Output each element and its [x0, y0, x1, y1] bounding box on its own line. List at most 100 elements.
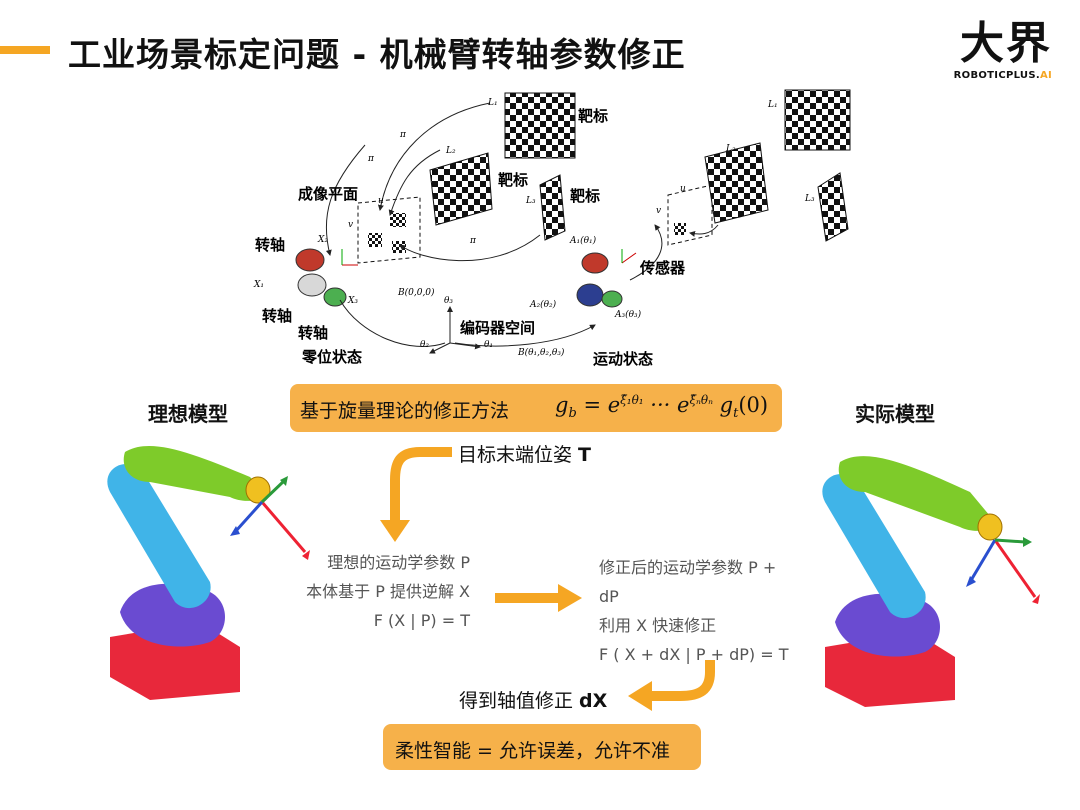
- logo-subtitle: ROBOTICPLUS.AI: [953, 70, 1052, 81]
- image-checker-b: [390, 213, 406, 227]
- logo: 大界: [960, 18, 1052, 69]
- transform-arrow-head: [558, 584, 582, 612]
- ideal-line-2: 本体基于 P 提供逆解 X: [306, 582, 470, 601]
- axis-correction-result: 得到轴值修正 dX: [459, 690, 608, 712]
- math-L3b: L₃: [804, 194, 815, 204]
- ideal-axis-green-tip: [280, 476, 288, 486]
- joint-green: [323, 287, 347, 307]
- joint-grey: [297, 273, 327, 297]
- actual-axis-red-tip: [1032, 594, 1040, 604]
- projection-line-3: [399, 234, 541, 262]
- ideal-axis-green: [260, 478, 287, 504]
- joint-red: [295, 248, 325, 272]
- label-axis-3: 转轴: [298, 324, 328, 342]
- label-axis-2: 转轴: [262, 307, 292, 325]
- actual-axis-blue: [968, 539, 997, 583]
- robot-upper-arm-green: [123, 446, 265, 501]
- ideal-robot-arm-illustration: [107, 446, 310, 700]
- checkerboard-target-5: [704, 142, 769, 224]
- checkerboard-target-4: [784, 89, 851, 151]
- math-u: u: [378, 196, 384, 206]
- actual-axis-blue-tip: [966, 576, 976, 587]
- image-checker-d: [674, 223, 686, 235]
- math-pi1: π: [399, 130, 407, 140]
- ideal-parameter-block: 理想的运动学参数 P 本体基于 P 提供逆解 X F (X | P) = T: [306, 548, 470, 635]
- goal-pose-label: 目标末端位姿 T: [458, 444, 592, 466]
- math-pi2: π: [367, 154, 375, 164]
- flow-arrows: [380, 447, 715, 711]
- conclusion-box: [383, 724, 701, 770]
- label-target-3: 靶标: [570, 187, 600, 205]
- imaging-plane-2: [667, 184, 713, 246]
- actual-line-3: 利用 X 快速修正: [599, 616, 717, 635]
- motion-joint-blue: [576, 283, 604, 307]
- projection-line-1: [377, 102, 491, 211]
- checkerboard-target-6: [817, 172, 849, 242]
- robot-wrist-yellow: [245, 476, 271, 504]
- zero-to-encoder-curve: [339, 299, 446, 347]
- math-v2: v: [656, 206, 661, 216]
- sensor-curve: [629, 224, 663, 281]
- goal-arrow-head: [380, 520, 410, 542]
- robot-upper-arm-green-2: [838, 456, 995, 531]
- math-v: v: [348, 220, 353, 230]
- robot-lower-arm-blue: [107, 463, 211, 609]
- goal-arrow: [390, 447, 452, 522]
- encoder-to-motion-curve: [454, 324, 596, 347]
- ideal-model-label: 理想模型: [148, 402, 228, 426]
- math-A3: A₃(θ₃): [614, 309, 642, 320]
- title-accent-bar: [0, 46, 50, 54]
- robot-wrist-yellow-2: [977, 513, 1003, 541]
- robot-lower-arm-blue-2: [822, 473, 926, 619]
- actual-axis-green-tip: [1023, 537, 1032, 547]
- actual-axis-red: [993, 539, 1037, 598]
- actual-robot-arm-illustration: [822, 456, 1040, 707]
- actual-parameter-block: 修正后的运动学参数 P + dP 利用 X 快速修正 F ( X + dX | …: [599, 553, 809, 669]
- math-u2: u: [680, 184, 686, 194]
- math-theta2: θ₂: [420, 340, 429, 350]
- ideal-axis-blue-tip: [230, 526, 240, 536]
- motion-axis-red: [621, 252, 637, 264]
- ideal-line-3: F (X | P) = T: [373, 611, 470, 630]
- formula-method-text: 基于旋量理论的修正方法: [300, 400, 510, 422]
- actual-line-2: dP: [599, 587, 619, 606]
- label-zero-state: 零位状态: [301, 348, 362, 366]
- label-axis-1: 转轴: [255, 236, 285, 254]
- math-X1: X₁: [253, 280, 264, 290]
- math-X2: X₂: [317, 235, 328, 245]
- projection-line-2: [388, 149, 441, 216]
- label-target-2: 靶标: [498, 171, 528, 189]
- result-arrow: [650, 660, 715, 701]
- encoder-axis-theta2: [429, 342, 451, 354]
- math-X3: X₃: [347, 296, 358, 306]
- math-theta1: θ₁: [484, 340, 493, 350]
- actual-line-4: F ( X + dX | P + dP) = T: [599, 645, 789, 664]
- math-L1b: L₁: [767, 100, 778, 110]
- math-L2: L₂: [445, 146, 456, 156]
- ideal-axis-red-tip: [302, 550, 310, 560]
- label-encoder-space: 编码器空间: [460, 319, 535, 337]
- projection-line-4: [325, 144, 366, 256]
- right-projection-line: [689, 224, 719, 237]
- formula-box: [290, 384, 782, 432]
- label-sensor: 传感器: [639, 259, 686, 277]
- math-L3: L₃: [525, 196, 536, 206]
- checkerboard-target-2: [429, 152, 493, 226]
- motion-joint-green: [601, 290, 623, 308]
- math-B0: B(0,0,0): [397, 287, 435, 298]
- math-L2b: L₂: [725, 144, 736, 154]
- math-A2: A₂(θ₂): [529, 299, 557, 310]
- actual-axis-green: [994, 538, 1026, 544]
- label-target-1: 靶标: [578, 107, 608, 125]
- checkerboard-target-1: [504, 92, 576, 159]
- actual-line-1: 修正后的运动学参数 P +: [599, 558, 777, 577]
- imaging-plane: [357, 196, 421, 264]
- image-checker-a: [368, 233, 382, 247]
- math-pi3: π: [469, 236, 477, 246]
- ideal-axis-blue: [233, 500, 264, 534]
- motion-joint-red: [581, 252, 609, 274]
- checkerboard-target-3: [539, 174, 566, 241]
- label-motion-state: 运动状态: [593, 350, 653, 368]
- slide-title: 工业场景标定问题 - 机械臂转轴参数修正: [68, 35, 686, 74]
- math-Btheta: B(θ₁,θ₂,θ₃): [517, 347, 565, 358]
